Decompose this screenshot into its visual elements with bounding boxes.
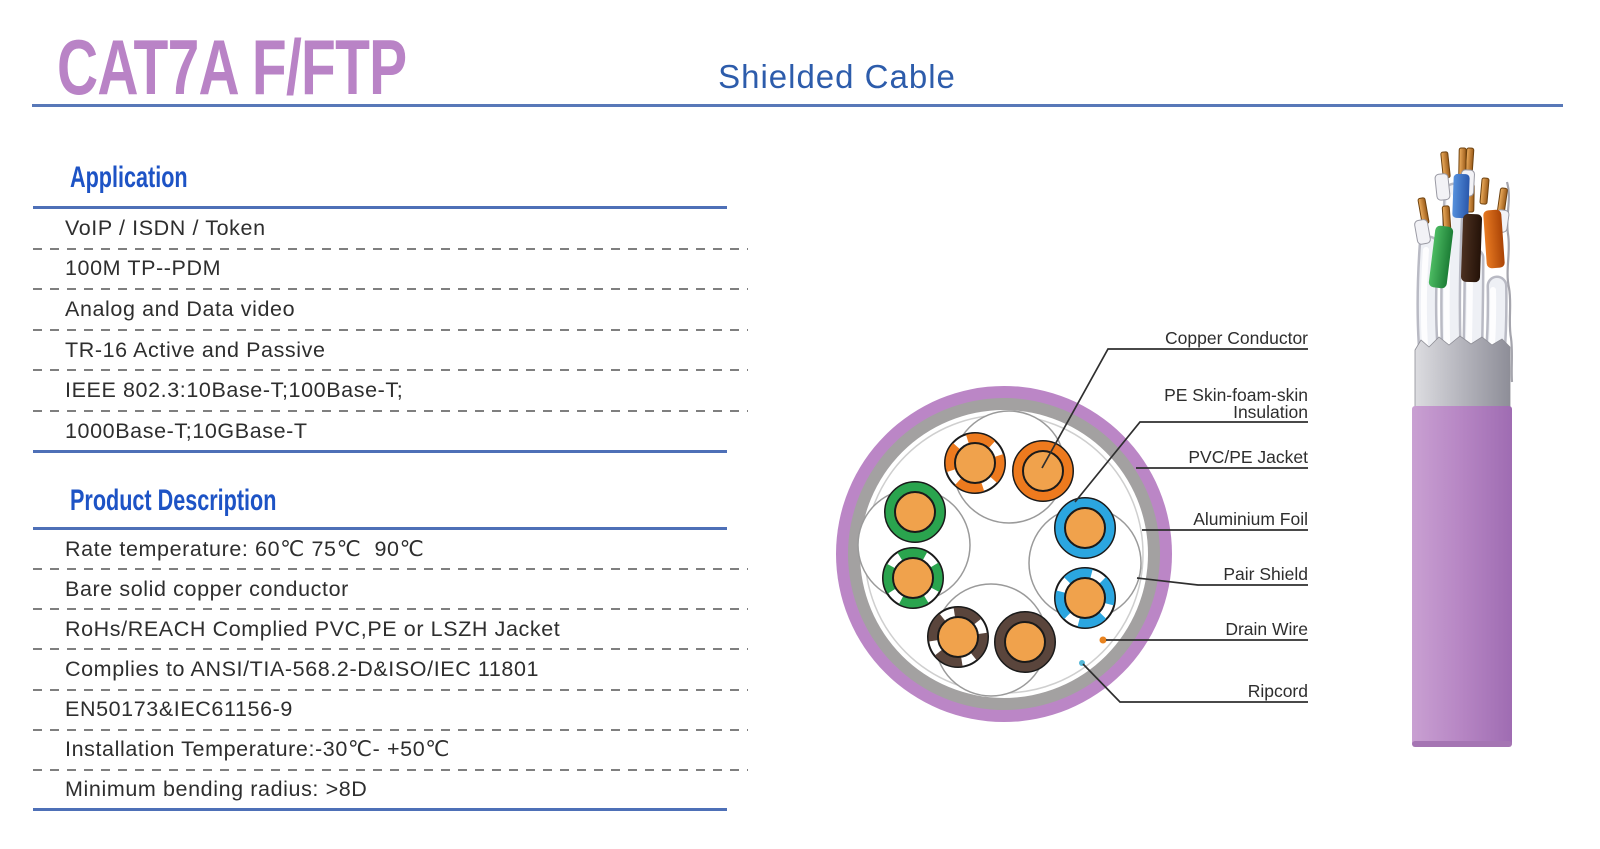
drain-wire-dot xyxy=(1099,636,1107,644)
product-description-item-text: Rate temperature: 60℃ 75℃ 90℃ xyxy=(65,536,425,561)
cable-cross-section-diagram: Copper Conductor PE Skin-foam-skin Insul… xyxy=(836,328,1308,722)
product-description-item: EN50173&IEC61156-9 xyxy=(33,690,748,731)
foil-collar xyxy=(1414,335,1511,409)
wire-blue-striped xyxy=(1054,567,1116,629)
application-item: VoIP / ISDN / Token xyxy=(33,208,748,250)
application-item: TR-16 Active and Passive xyxy=(33,330,748,371)
product-description-item: Installation Temperature:-30℃- +50℃ xyxy=(33,730,748,771)
blue-insulation-tip xyxy=(1452,173,1470,219)
label-aluminium-foil: Aluminium Foil xyxy=(1193,509,1308,529)
wire-pair-green xyxy=(882,481,946,609)
page-title: CAT7A F/FTP xyxy=(57,23,407,111)
wire-pair-blue xyxy=(1054,497,1116,629)
insulation-leader-line xyxy=(1074,421,1308,503)
green-insulation-tip xyxy=(1428,225,1454,289)
wire-orange-striped xyxy=(944,432,1006,494)
label-pair-shield: Pair Shield xyxy=(1223,564,1308,584)
product-description-heading-rule xyxy=(33,527,727,530)
label-ripcord: Ripcord xyxy=(1248,681,1308,701)
product-description-item-text: Complies to ANSI/TIA-568.2-D&ISO/IEC 118… xyxy=(65,656,540,681)
product-description-item: Rate temperature: 60℃ 75℃ 90℃ xyxy=(33,529,748,571)
application-item: 1000Base-T;10GBase-T xyxy=(33,411,748,453)
cable-3d-illustration xyxy=(1412,147,1514,747)
application-item-text: VoIP / ISDN / Token xyxy=(65,215,266,240)
product-description-item-text: EN50173&IEC61156-9 xyxy=(65,697,293,722)
product-description-item: RoHs/REACH Complied PVC,PE or LSZH Jacke… xyxy=(33,609,748,651)
copper-conductor-leader-line xyxy=(1041,348,1308,469)
product-description-heading: Product Description xyxy=(70,484,277,517)
wire-brown-solid xyxy=(994,611,1056,673)
label-jacket: PVC/PE Jacket xyxy=(1188,447,1308,467)
wire-blue-solid xyxy=(1054,497,1116,559)
wire-pair-orange xyxy=(944,432,1074,502)
copper-tip xyxy=(1479,177,1490,205)
jacket-bottom-edge xyxy=(1412,741,1512,747)
application-item-text: 1000Base-T;10GBase-T xyxy=(65,418,308,443)
wire-green-solid xyxy=(884,481,946,543)
page-subtitle: Shielded Cable xyxy=(718,58,956,95)
jacket-body xyxy=(1412,406,1512,746)
application-list: VoIP / ISDN / Token 100M TP--PDM Analog an… xyxy=(33,208,748,453)
application-item-text: IEEE 802.3:10Base-T;100Base-T; xyxy=(65,378,404,403)
wire-green-striped xyxy=(882,547,944,609)
product-description-item: Bare solid copper conductor xyxy=(33,569,748,611)
product-description-list: Rate temperature: 60℃ 75℃ 90℃ Bare solid … xyxy=(33,529,748,812)
product-description-item: Minimum bending radius: >8D xyxy=(33,770,748,812)
product-description-item-text: Minimum bending radius: >8D xyxy=(65,777,368,802)
product-description-item-text: Bare solid copper conductor xyxy=(65,576,349,601)
application-item: IEEE 802.3:10Base-T;100Base-T; xyxy=(33,370,748,412)
application-item-text: Analog and Data video xyxy=(65,296,296,321)
product-description-item-text: Installation Temperature:-30℃- +50℃ xyxy=(65,737,451,762)
wire-orange-solid xyxy=(1012,440,1074,502)
ripcord-leader-line xyxy=(1082,663,1308,703)
application-item-text: TR-16 Active and Passive xyxy=(65,337,326,362)
wire-pair-brown xyxy=(927,606,1056,673)
product-description-item-text: RoHs/REACH Complied PVC,PE or LSZH Jacke… xyxy=(65,616,561,641)
application-item: Analog and Data video xyxy=(33,289,748,331)
label-insulation-line1: PE Skin-foam-skin xyxy=(1164,385,1308,405)
application-item: 100M TP--PDM xyxy=(33,249,748,290)
application-heading-rule xyxy=(33,206,727,209)
pair-shield-leader-line xyxy=(1136,577,1308,586)
application-item-text: 100M TP--PDM xyxy=(65,256,222,281)
label-drain-wire: Drain Wire xyxy=(1225,619,1308,639)
label-insulation-line2: Insulation xyxy=(1233,402,1308,422)
brown-insulation-tip xyxy=(1460,213,1483,283)
product-description-item: Complies to ANSI/TIA-568.2-D&ISO/IEC 118… xyxy=(33,649,748,691)
application-heading: Application xyxy=(70,161,188,194)
orange-insulation-tip xyxy=(1483,209,1505,269)
header-rule xyxy=(32,104,1563,107)
label-copper-conductor: Copper Conductor xyxy=(1165,328,1308,348)
copper-tip xyxy=(1497,187,1508,213)
wire-brown-striped xyxy=(927,606,989,668)
